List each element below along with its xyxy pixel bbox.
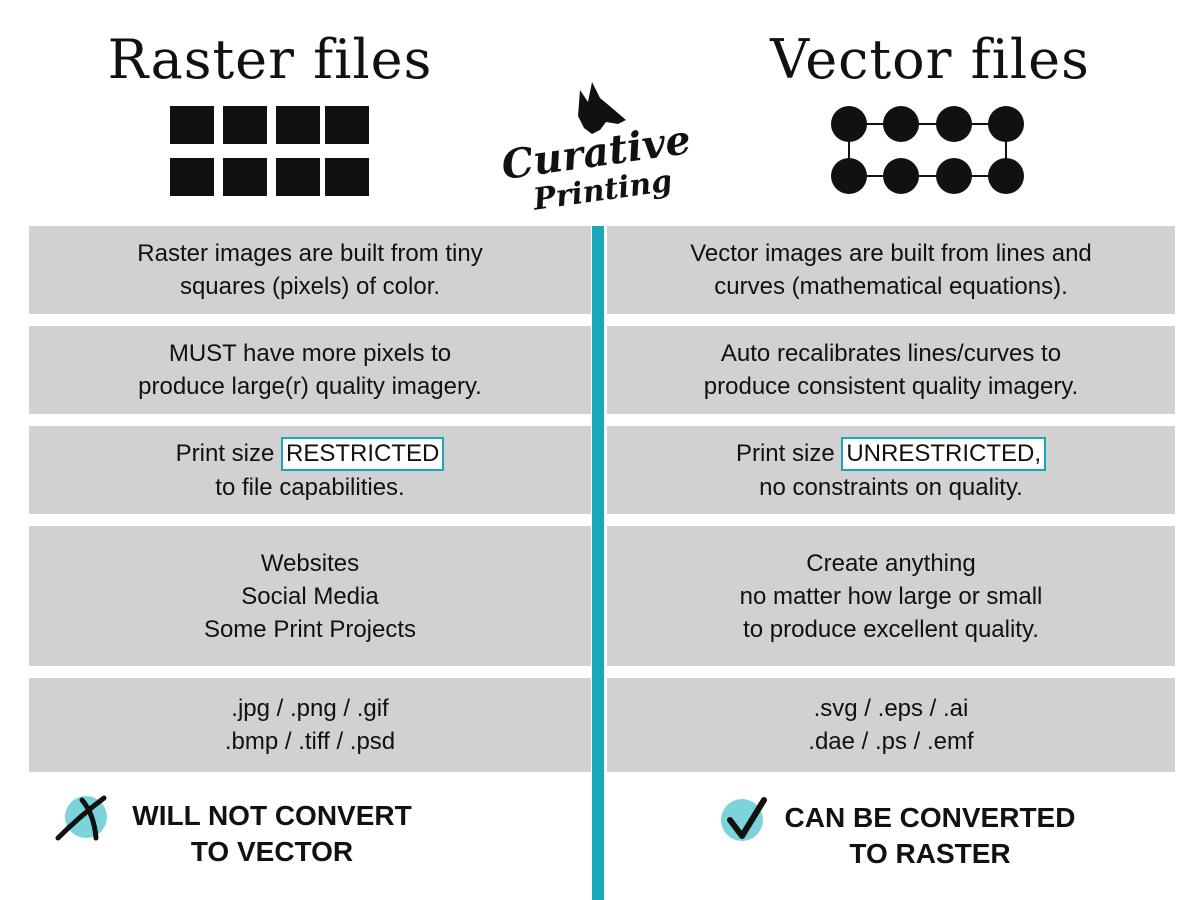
print-size-prefix: Print size [735, 439, 842, 467]
raster-row-pixels: MUST have more pixels to produce large(r… [29, 326, 591, 414]
vector-row-formats: .svg / .eps / .ai .dae / .ps / .emf [607, 678, 1175, 772]
vector-heading: Vector files [770, 28, 1090, 91]
raster-heading: Raster files [107, 28, 433, 91]
raster-row-uses: Websites Social Media Some Print Project… [29, 526, 591, 666]
text-line: produce consistent quality imagery. [703, 373, 1079, 400]
verdict-line: TO VECTOR [190, 836, 354, 867]
check-mark-icon [721, 797, 767, 841]
pixel-grid-icon [170, 106, 369, 196]
text-line: Raster images are built from tiny [137, 240, 483, 267]
text-line: to file capabilities. [215, 473, 405, 501]
curative-printing-logo: Curative Printing [500, 82, 694, 216]
text-line: Some Print Projects [203, 615, 417, 643]
print-size-prefix: Print size [175, 439, 282, 467]
text-line: MUST have more pixels to [168, 340, 452, 367]
text-line: Auto recalibrates lines/curves to [720, 340, 1062, 367]
verdict-line: TO RASTER [849, 838, 1011, 869]
vector-row-print-size: Print size UNRESTRICTED, no constraints … [607, 426, 1175, 514]
text-line: Print size RESTRICTED [175, 436, 445, 471]
text-line: no matter how large or small [739, 582, 1043, 610]
text-line: .jpg / .png / .gif [231, 695, 389, 722]
text-line: no constraints on quality. [759, 473, 1023, 501]
verdict-line: CAN BE CONVERTED [784, 802, 1076, 833]
text-line: Create anything [806, 549, 976, 577]
node-graph-icon [831, 106, 1024, 194]
text-line: curves (mathematical equations). [714, 273, 1068, 300]
text-line: Print size UNRESTRICTED, [735, 436, 1047, 471]
text-line: to produce excellent quality. [743, 615, 1039, 643]
text-line: .bmp / .tiff / .psd [224, 728, 396, 755]
x-mark-icon [55, 795, 107, 841]
text-line: Websites [260, 549, 360, 577]
vector-row-recalibrate: Auto recalibrates lines/curves to produc… [607, 326, 1175, 414]
text-line: .dae / .ps / .emf [808, 728, 974, 755]
text-line: produce large(r) quality imagery. [138, 373, 482, 400]
center-divider [592, 226, 604, 900]
restricted-highlight: RESTRICTED [281, 436, 445, 471]
vector-verdict: CAN BE CONVERTED TO RASTER [760, 800, 1100, 872]
wolf-head-icon [578, 82, 626, 134]
text-line: .svg / .eps / .ai [813, 695, 969, 722]
verdict-line: WILL NOT CONVERT [132, 800, 412, 831]
unrestricted-highlight: UNRESTRICTED, [841, 436, 1047, 471]
raster-row-definition: Raster images are built from tiny square… [29, 226, 591, 314]
raster-verdict: WILL NOT CONVERT TO VECTOR [112, 798, 432, 870]
text-line: Vector images are built from lines and [690, 240, 1092, 267]
raster-row-print-size: Print size RESTRICTED to file capabiliti… [29, 426, 591, 514]
text-line: Social Media [241, 582, 379, 610]
vector-row-definition: Vector images are built from lines and c… [607, 226, 1175, 314]
vector-row-uses: Create anything no matter how large or s… [607, 526, 1175, 666]
text-line: squares (pixels) of color. [179, 273, 441, 300]
raster-row-formats: .jpg / .png / .gif .bmp / .tiff / .psd [29, 678, 591, 772]
